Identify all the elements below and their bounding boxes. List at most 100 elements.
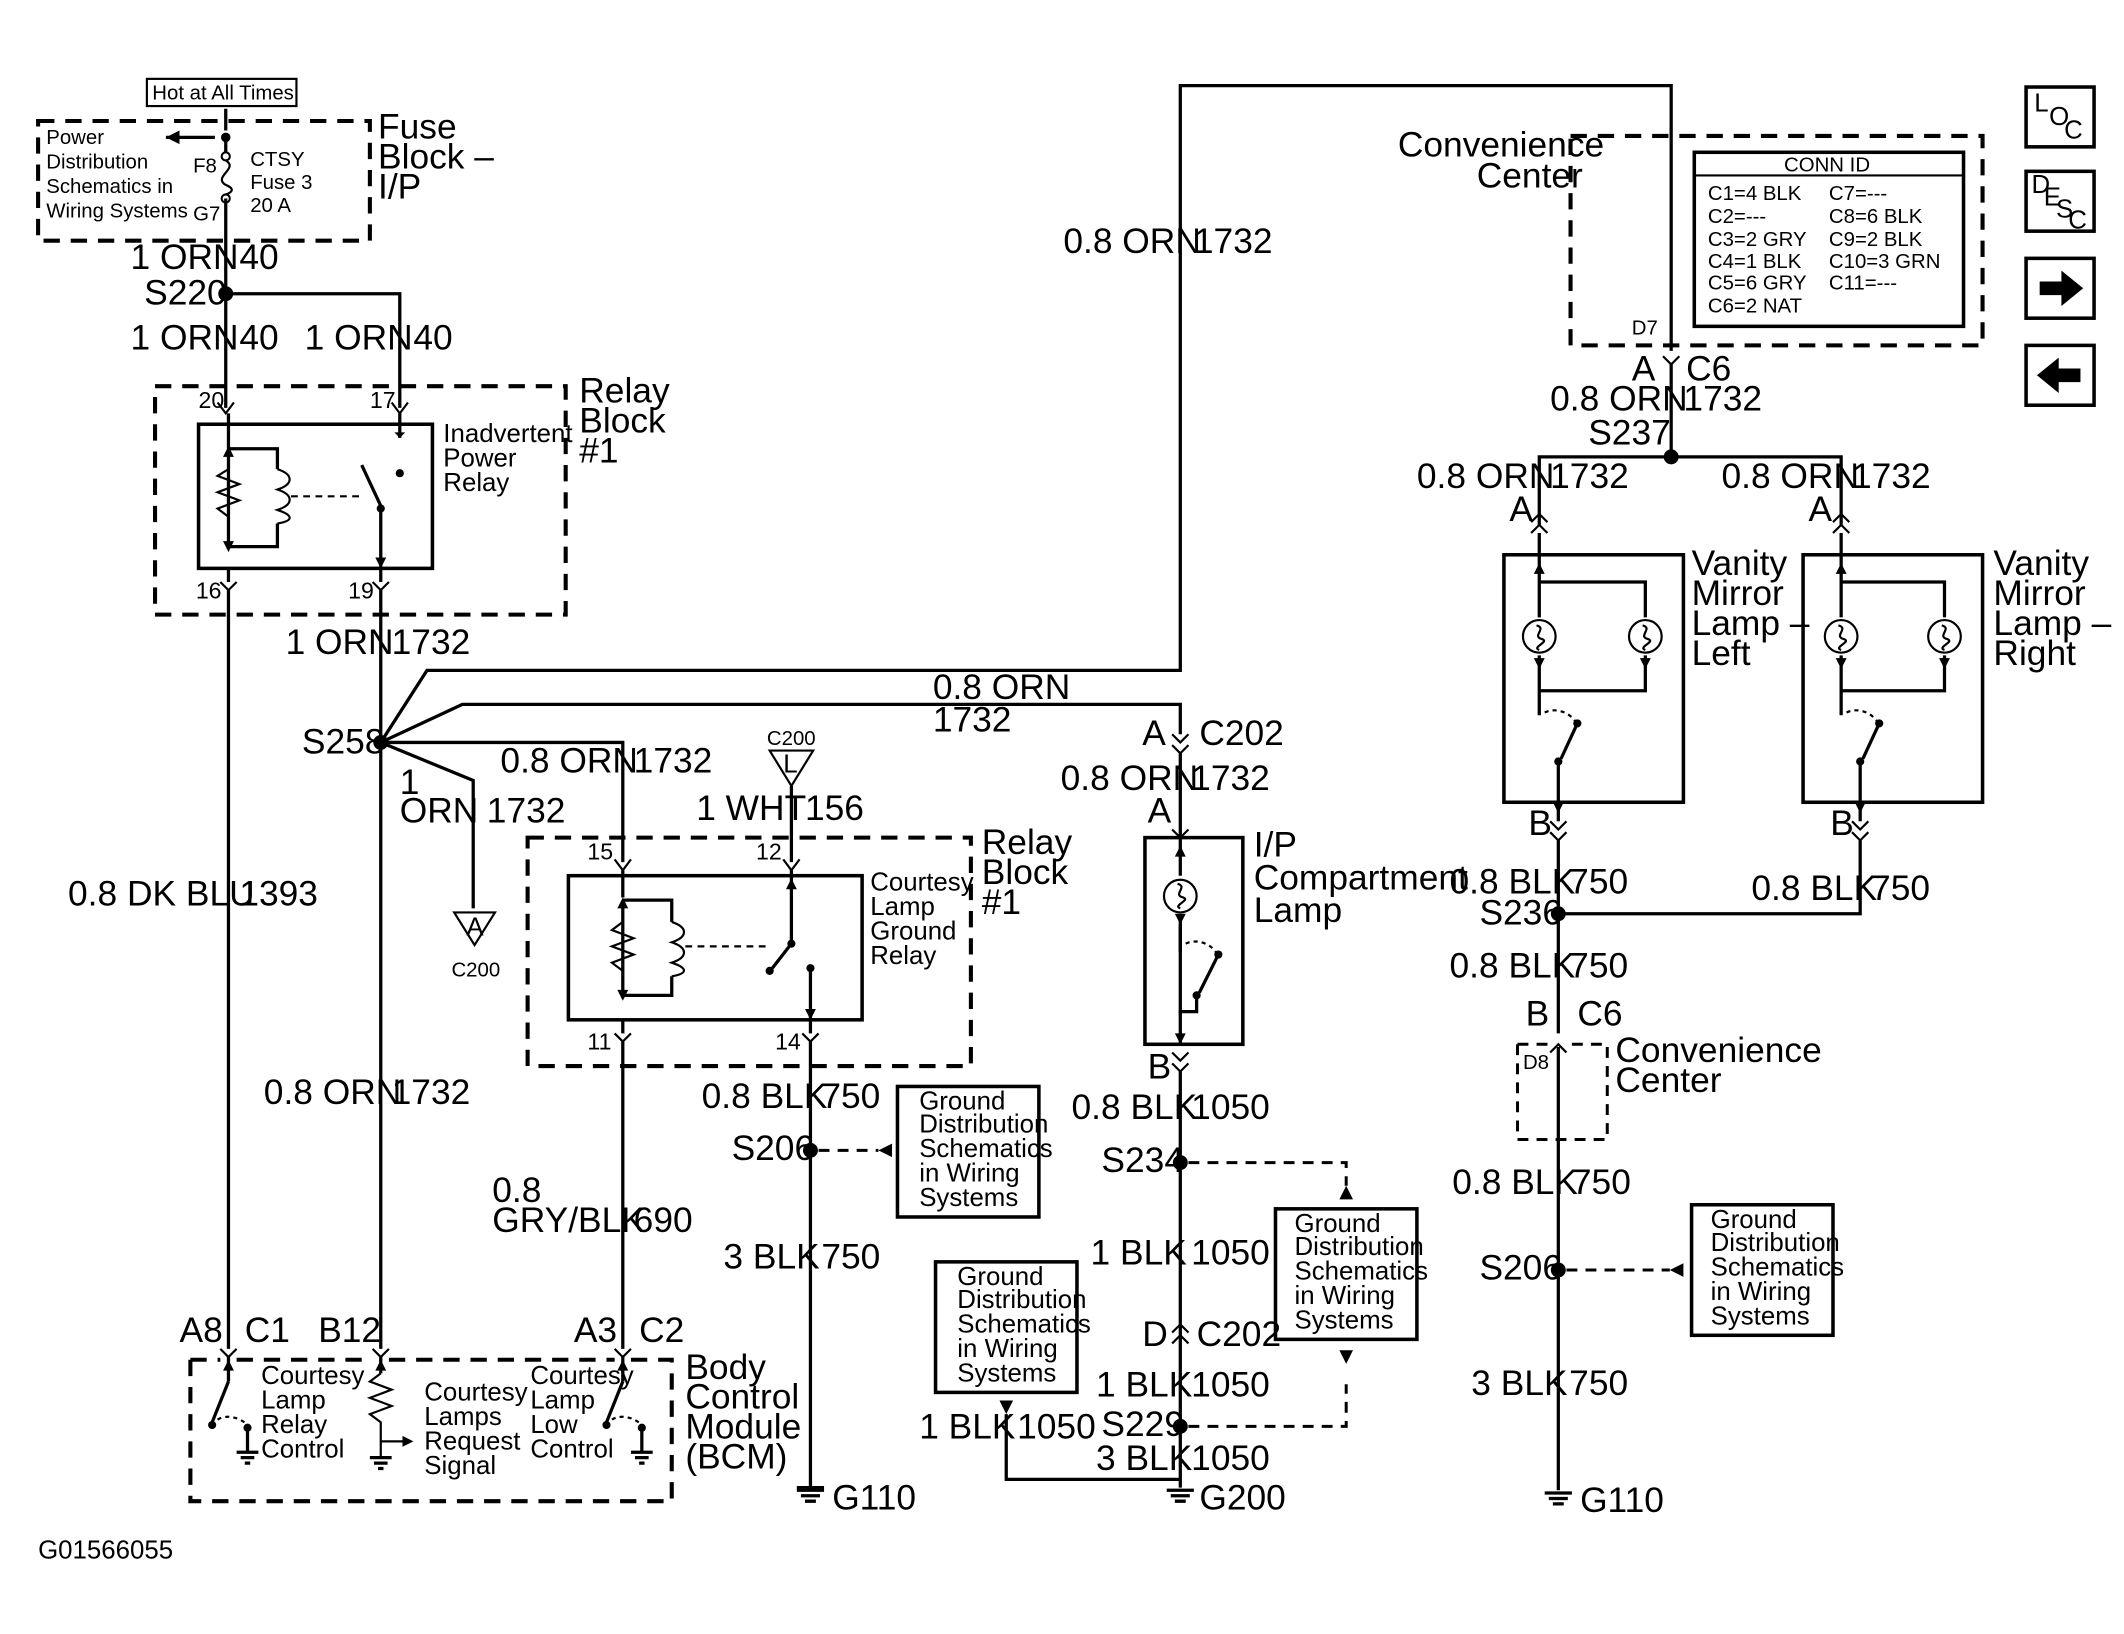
diagram-label: Wiring Systems (46, 201, 188, 223)
connector-c200-l: C200 L (767, 728, 816, 789)
diagram-label: 1732 (933, 701, 1012, 740)
diagram-label: 1050 (1017, 1408, 1096, 1447)
diagram-label: Control (530, 1436, 613, 1464)
diagram-label: C7=--- (1829, 183, 1887, 205)
diagram-label: 1 WHT (696, 789, 806, 828)
diagram-label: S206 (1479, 1249, 1562, 1288)
diagram-label: Lamp (530, 1387, 595, 1415)
diagram-label: Ground (919, 1088, 1005, 1116)
next-button[interactable] (2024, 256, 2096, 320)
diagram-label: Courtesy (530, 1362, 633, 1390)
diagram-label: Block (579, 401, 666, 440)
diagram-label: 0.8 ORN (1417, 457, 1555, 496)
ground-note-3: Ground Distribution Schematics in Wiring… (1273, 1207, 1429, 1342)
diagram-label: #1 (982, 883, 1021, 922)
diagram-label: Convenience (1398, 125, 1604, 164)
diagram-label: Signal (424, 1452, 496, 1480)
diagram-label: Distribution (1711, 1229, 1840, 1257)
diagram-label: 1732 (392, 1073, 471, 1112)
diagram-label: 750 (821, 1077, 880, 1116)
diagram-label: Schematics (957, 1311, 1091, 1339)
diagram-label: 156 (805, 789, 864, 828)
diagram-label: G200 (1199, 1478, 1285, 1517)
convenience-center-top: Convenience Center D7 CONN ID C1=4 BLK C… (1398, 125, 1985, 348)
conn-id-table: CONN ID C1=4 BLK C2=--- C3=2 GRY C4=1 BL… (1692, 150, 1966, 329)
desc-button[interactable]: D E S C (2024, 169, 2096, 234)
figure-id: G01566055 (38, 1536, 173, 1564)
diagram-label: in Wiring (1295, 1282, 1395, 1310)
diagram-label: in Wiring (919, 1160, 1019, 1188)
diagram-label: 1 BLK (1096, 1365, 1193, 1404)
diagram-label: Fuse 3 (250, 172, 312, 194)
diagram-label: A (1632, 350, 1656, 389)
diagram-label: 0.8 BLK (1450, 947, 1576, 986)
diagram-label: Right (1993, 634, 2076, 673)
ip-compartment-lamp: I/P Compartment Lamp (1143, 826, 1468, 1047)
splice-s234 (1172, 1155, 1188, 1171)
loc-button[interactable]: L O C (2024, 85, 2096, 149)
diagram-label: 0.8 BLK (1751, 869, 1877, 908)
diagram-label: 0.8 ORN (1063, 222, 1201, 261)
diagram-label: 16 (196, 577, 222, 603)
diagram-label: D (1142, 1315, 1168, 1354)
diagram-label: G110 (1580, 1481, 1664, 1520)
diagram-label: Mirror (1993, 574, 2085, 613)
diagram-label: S229 (1101, 1405, 1184, 1444)
diagram-label: 11 (587, 1029, 611, 1055)
diagram-label: Systems (1295, 1306, 1394, 1334)
diagram-label: Lamp (870, 893, 935, 921)
ground-g200: G200 (1166, 1478, 1286, 1517)
diagram-label: Lamp (261, 1387, 326, 1415)
diagram-label: 1050 (1191, 1439, 1270, 1478)
ground-g110-left: G110 (796, 1478, 916, 1517)
diagram-label: 0.8 BLK (1452, 1163, 1578, 1202)
diagram-label: Hot at All Times (152, 82, 294, 104)
ground-note-1: Ground Distribution Schematics in Wiring… (895, 1084, 1053, 1219)
diagram-label: C11=--- (1829, 273, 1897, 295)
diagram-label: C2=--- (1708, 206, 1766, 228)
diagram-label: ORN (400, 792, 479, 831)
vanity-mirror-lamp-left: Vanity Mirror Lamp – Left (1502, 533, 1810, 822)
diagram-label: 750 (1569, 1364, 1628, 1403)
hot-at-all-times-label: Hot at All Times (145, 77, 298, 108)
diagram-label: A (1148, 792, 1172, 831)
diagram-label: 0.8 BLK (1450, 862, 1576, 901)
diagram-label: 20 A (250, 195, 291, 217)
diagram-label: C200 (767, 728, 816, 750)
connector-c200-a: A C200 (451, 911, 500, 981)
diagram-label: 40 (239, 318, 278, 357)
diagram-label: B (1526, 994, 1550, 1033)
diagram-label: 1 BLK (919, 1408, 1016, 1447)
diagram-label: Fuse (378, 108, 457, 147)
diagram-label: Systems (1711, 1302, 1810, 1330)
prev-button[interactable] (2024, 343, 2096, 407)
diagram-label: 1732 (1852, 457, 1931, 496)
diagram-label: S234 (1101, 1141, 1184, 1180)
diagram-label: B12 (318, 1311, 381, 1350)
diagram-label: Distribution (46, 152, 148, 174)
diagram-label: 1732 (392, 623, 471, 662)
diagram-label: Courtesy (424, 1379, 527, 1407)
diagram-label: Power (443, 444, 517, 472)
diagram-label: Schematics (1295, 1258, 1429, 1286)
diagram-label: D7 (1632, 318, 1658, 340)
diagram-label: 3 BLK (1471, 1364, 1568, 1403)
diagram-label: 0.8 ORN (1061, 759, 1199, 798)
diagram-label: 750 (1572, 1163, 1631, 1202)
diagram-label: 1 ORN (305, 318, 413, 357)
diagram-label: C4=1 BLK (1708, 251, 1802, 273)
diagram-label: Convenience (1615, 1031, 1821, 1070)
diagram-label: A3 (574, 1311, 617, 1350)
diagram-label: Relay (261, 1411, 327, 1439)
diagram-label: 0.8 ORN (264, 1073, 402, 1112)
diagram-label: C (2068, 206, 2087, 234)
diagram-label: Lamp – (1993, 604, 2111, 643)
diagram-label: C202 (1199, 714, 1284, 753)
diagram-label: Low (530, 1411, 578, 1439)
splice-s229 (1172, 1418, 1188, 1434)
diagram-label: Vanity (1692, 544, 1788, 583)
diagram-label: 1050 (1191, 1234, 1270, 1273)
diagram-label: C3=2 GRY (1708, 229, 1807, 251)
diagram-label: S206 (732, 1129, 815, 1168)
